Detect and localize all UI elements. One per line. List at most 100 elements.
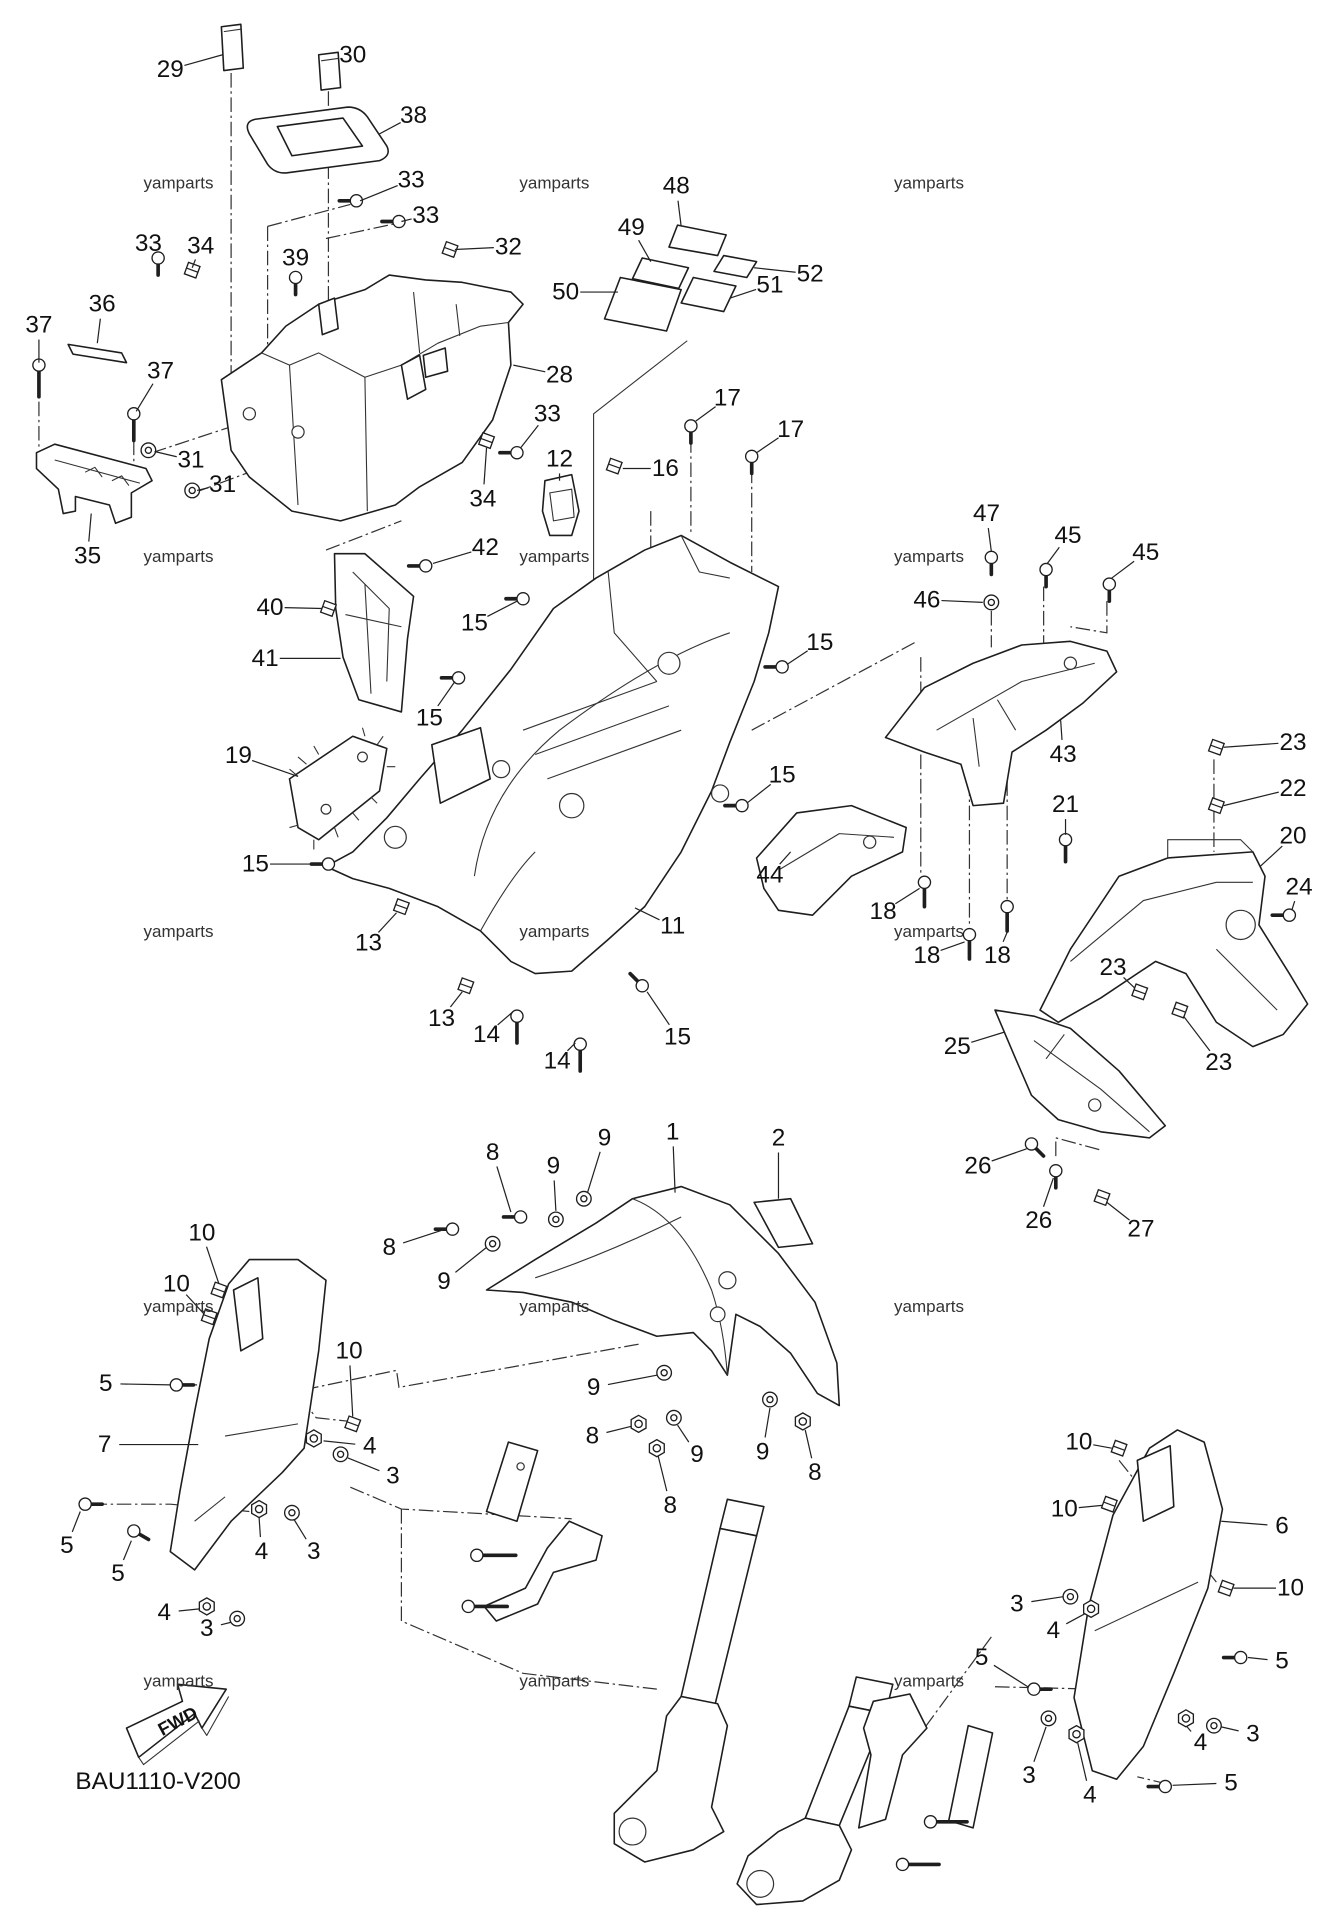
leader-line: [96, 318, 101, 344]
bolt: [1039, 562, 1053, 589]
callout-number: 9: [437, 1268, 451, 1295]
bolt-head: [1024, 1137, 1039, 1151]
part-20-outline: [1039, 851, 1309, 1048]
leader-line: [764, 1407, 771, 1438]
callout-number: 37: [25, 311, 52, 338]
bolt-head: [510, 445, 524, 460]
leader-line: [483, 447, 488, 485]
nut-bore: [202, 1602, 212, 1611]
part-30-outline: [317, 51, 342, 91]
bolt-head: [151, 251, 165, 265]
callout-number: 33: [534, 400, 561, 427]
bolt: [169, 1378, 196, 1392]
callout-number: 5: [60, 1532, 74, 1559]
callout-number: 3: [1010, 1590, 1024, 1617]
assembly-line: [303, 1342, 643, 1391]
callout-number: 23: [1205, 1049, 1232, 1076]
clip-edge: [395, 903, 408, 910]
leader-line: [657, 1455, 668, 1492]
bolt-head: [169, 1378, 184, 1392]
callout-number: 10: [1277, 1575, 1304, 1602]
clip: [1207, 796, 1226, 815]
bolt: [504, 591, 530, 606]
assembly-line: [325, 223, 395, 240]
callout-number: 8: [663, 1492, 677, 1519]
leader-line: [786, 650, 809, 665]
watermark-text: yamparts: [519, 1672, 589, 1691]
callout-number: 22: [1279, 775, 1306, 802]
watermark-text: yamparts: [144, 547, 214, 566]
bolt: [470, 1548, 518, 1563]
watermarks: yamparts yamparts yamparts yamparts yamparts…: [144, 174, 964, 1691]
callout-number: 45: [1054, 522, 1081, 549]
part-41-detail: [345, 571, 402, 694]
watermark-text: yamparts: [144, 1672, 214, 1691]
nut: [198, 1597, 215, 1616]
callout-number: 5: [1275, 1648, 1289, 1675]
clip-edge: [322, 605, 335, 612]
right-cable-bracket: [857, 1693, 994, 1829]
watermark-text: yamparts: [144, 174, 214, 193]
washer: [547, 1211, 564, 1228]
nut: [1068, 1724, 1085, 1744]
callout-number: 3: [386, 1463, 400, 1490]
leader-line: [251, 759, 299, 778]
bolt-head: [635, 978, 649, 993]
leader-line: [1291, 900, 1296, 911]
callout-number: 11: [660, 913, 685, 940]
callout-number: 18: [870, 898, 897, 925]
nut: [630, 1414, 647, 1434]
leader-line: [1046, 546, 1060, 564]
part-29-outline: [220, 23, 245, 72]
bolt: [1058, 832, 1073, 864]
part-20-detail: [1070, 839, 1278, 1011]
clip-edge: [480, 437, 493, 444]
washer-bore: [336, 1450, 345, 1458]
leader-line: [1042, 1177, 1054, 1207]
nut-bore: [1181, 1714, 1191, 1723]
callout-number: 20: [1279, 823, 1306, 850]
bolt-head: [1102, 577, 1117, 591]
clip-edge: [1210, 802, 1223, 809]
part-12-bracket: [541, 473, 580, 537]
watermark-text: yamparts: [144, 1297, 214, 1316]
callout-number: 10: [163, 1270, 190, 1297]
nut: [1082, 1599, 1100, 1619]
assembly-line: [350, 1486, 572, 1520]
washer: [665, 1409, 682, 1426]
callout-number: 3: [200, 1615, 214, 1642]
washer: [140, 442, 157, 459]
part-44-detail: [778, 833, 895, 871]
callout-number: 51: [756, 271, 783, 298]
washer: [332, 1446, 349, 1463]
bolt-head: [984, 550, 999, 565]
washer: [983, 594, 1000, 611]
right-bracket-arm: [857, 1693, 928, 1829]
bolt-head: [451, 671, 466, 685]
leader-line: [191, 259, 197, 268]
bolt: [1049, 1163, 1063, 1190]
bolt: [406, 559, 433, 573]
callout-number: 29: [157, 56, 184, 83]
clip: [441, 240, 459, 259]
washer-bore: [288, 1508, 296, 1517]
leader-line: [1078, 1504, 1103, 1509]
part-44-plate: [755, 804, 907, 916]
callout-number: 4: [1083, 1782, 1097, 1809]
leader-line: [347, 1457, 380, 1472]
nut-bore: [652, 1443, 662, 1453]
assembly-line: [751, 642, 915, 731]
bolt: [1221, 1650, 1248, 1665]
bolt-head: [349, 194, 364, 208]
part-28-tab: [400, 354, 427, 400]
part-41-panel: [333, 552, 415, 713]
callout-number: 13: [355, 930, 382, 957]
callout-number: 16: [652, 455, 679, 482]
clip-edge: [1133, 989, 1146, 995]
clip-edge: [203, 1314, 216, 1320]
bolt: [498, 445, 524, 460]
washer-bore: [188, 486, 196, 495]
bolt: [32, 358, 46, 399]
nut: [305, 1429, 322, 1448]
clip-edge: [608, 463, 621, 469]
